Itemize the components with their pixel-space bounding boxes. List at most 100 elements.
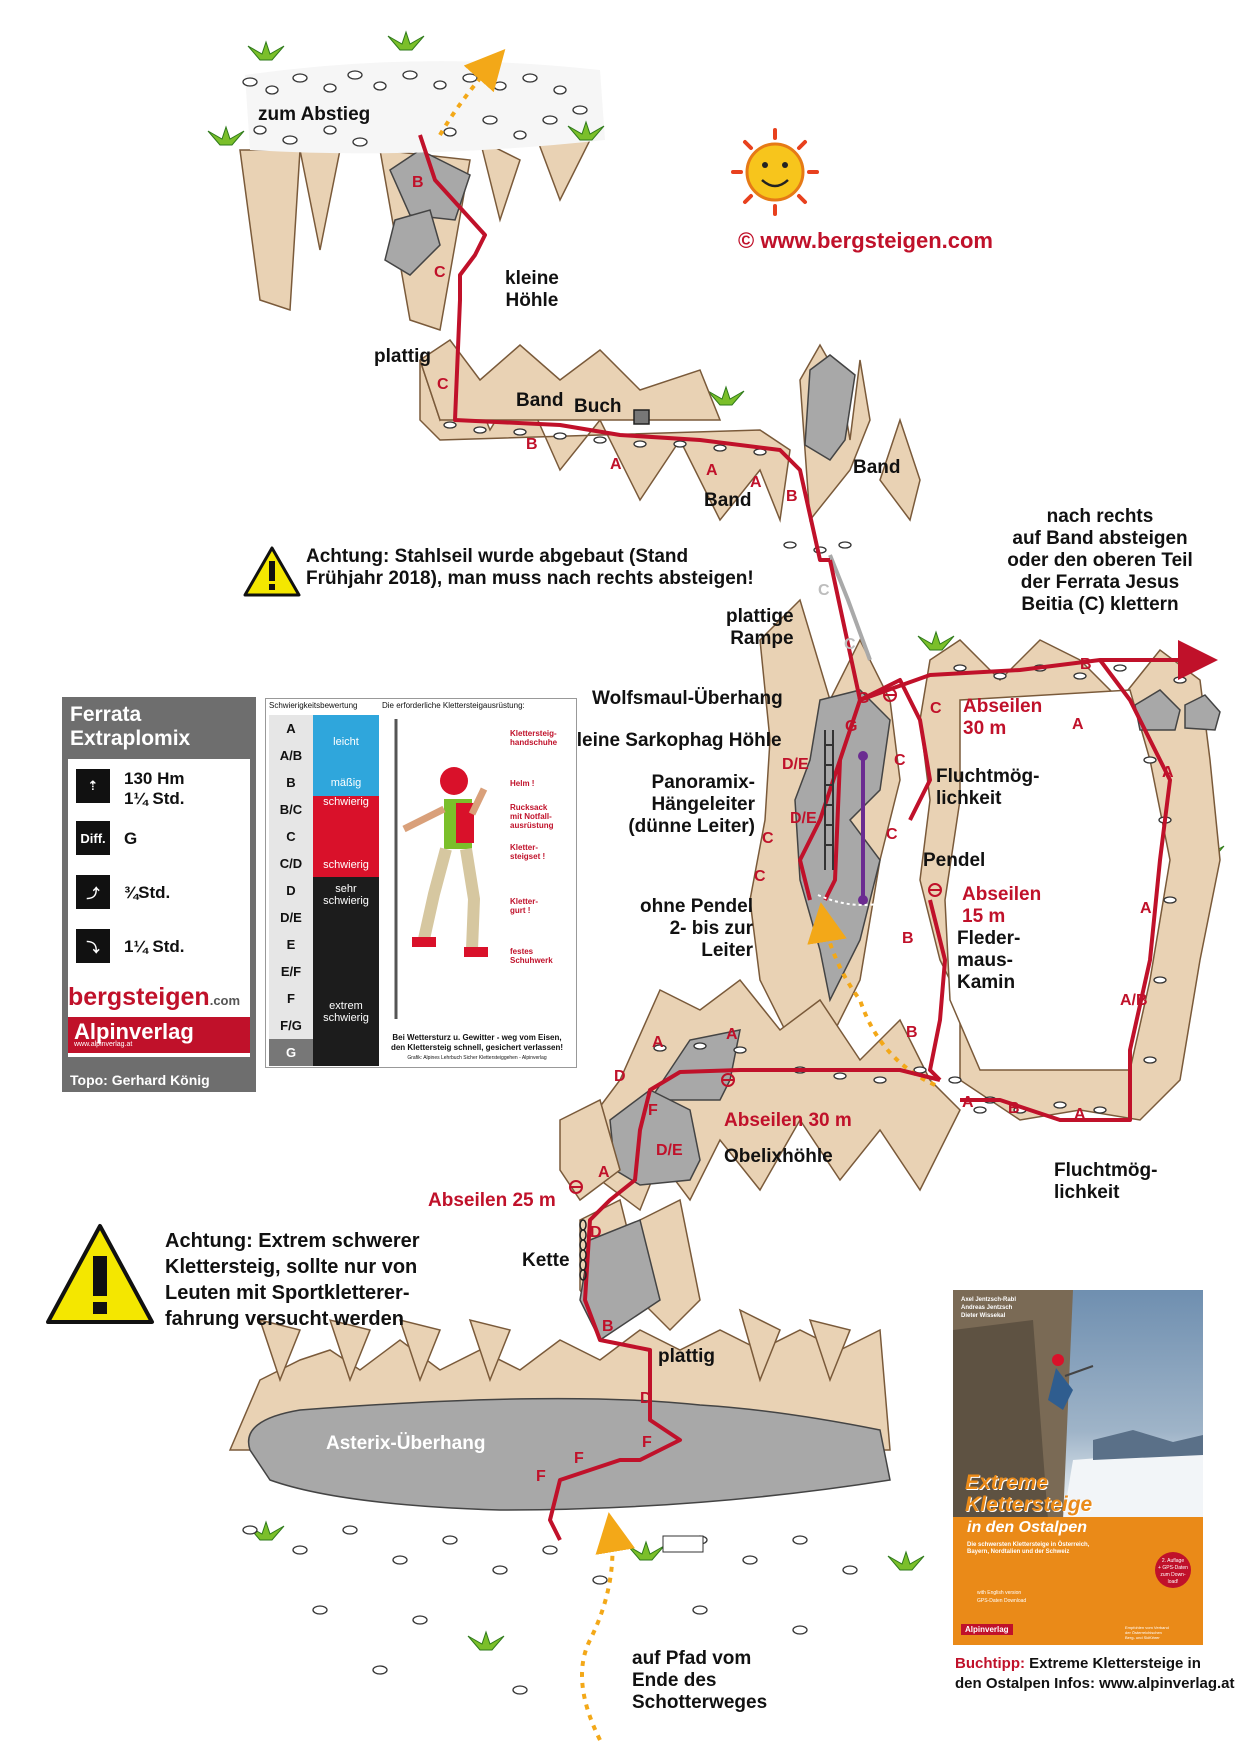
grade: D/E <box>790 810 817 827</box>
equipment-helm: Helm ! <box>510 779 535 788</box>
scale-grade: E <box>286 937 296 952</box>
grade: B <box>412 174 424 191</box>
book-edition-badge: 2. Auflage + GPS-Daten zum Down- load! <box>1155 1552 1191 1588</box>
grade: B <box>902 930 914 947</box>
book-title-2: in den Ostalpen <box>967 1519 1088 1536</box>
grade: B <box>786 488 798 505</box>
grade: A <box>1074 1106 1086 1123</box>
grade: A <box>652 1034 664 1051</box>
hiker-approach-icon: ⤴ <box>76 875 110 909</box>
label-asterix: Asterix-Überhang <box>326 1433 486 1454</box>
scale-header-left: Schwierigkeitsbewertung <box>269 701 358 710</box>
grade: D <box>590 1224 602 1241</box>
scale-header-right: Die erforderliche Klettersteigausrüstung… <box>382 701 525 710</box>
bergsteigen-logo: bergsteigen.com <box>68 983 240 1012</box>
hiker-descent-icon: ⤵ <box>76 929 110 963</box>
label-band-3: Band <box>853 457 901 478</box>
grade: A <box>726 1026 738 1043</box>
grade: A <box>750 474 762 491</box>
scale-grade: B <box>286 775 296 790</box>
descent-path <box>438 49 506 136</box>
label-plattig-bottom: plattig <box>658 1346 715 1367</box>
chain-icon <box>579 1219 587 1281</box>
grade: D/E <box>782 756 809 773</box>
copyright-label: © www.bergsteigen.com <box>738 228 993 253</box>
old-route <box>828 554 872 661</box>
grade-column: A A/B B B/C C C/D D D/E E E/F F F/G G <box>269 715 313 1066</box>
ladder-icon <box>824 730 834 870</box>
obelix-cliff <box>559 978 961 1342</box>
route-info-box: Ferrata Extraplomix ⇡ 130 Hm 1¼ Std. Dif… <box>62 697 256 1092</box>
scale-source: Grafik: Alpines Lehrbuch Sicher Kletters… <box>407 1055 547 1061</box>
approach-path <box>580 1512 635 1741</box>
grade: G <box>845 718 858 735</box>
scale-grade: F <box>287 991 295 1006</box>
grade: C <box>762 830 774 847</box>
grade: C <box>844 636 856 653</box>
height-row: ⇡ 130 Hm 1¼ Std. <box>76 769 246 808</box>
warning-extrem: Achtung: Extrem schwerer Klettersteig, s… <box>165 1230 420 1330</box>
equipment-klettersteigset: Kletter- steigset ! <box>510 843 546 861</box>
warning-stahlseil: Achtung: Stahlseil wurde abgebaut (Stand… <box>306 546 754 589</box>
scale-grade: G <box>269 1039 313 1066</box>
label-fluchtmoeglichkeit-2: Fluchtmög- lichkeit <box>1054 1160 1158 1203</box>
scale-grade: A <box>286 721 296 736</box>
grade: A <box>1072 716 1084 733</box>
scale-grade: F/G <box>280 1018 302 1033</box>
grade: F <box>536 1468 546 1485</box>
info-sign-icon <box>662 1535 704 1553</box>
grade: A <box>610 456 622 473</box>
grade: C <box>894 752 906 769</box>
book-cover: Axel Jentzsch-Rabl Andreas Jentzsch Diet… <box>953 1290 1203 1645</box>
height-value: 130 Hm 1¼ Std. <box>124 769 185 808</box>
grade: F <box>642 1434 652 1451</box>
route-title: Ferrata Extraplomix <box>70 703 191 750</box>
book-tip-text: Extreme Klettersteige in den Ostalpen In… <box>955 1655 1235 1692</box>
label-sarkophag: Kleine Sarkophag Höhle <box>563 730 782 751</box>
grade: B <box>1080 656 1092 673</box>
label-band-2: Band <box>704 490 752 511</box>
band-cliff <box>419 338 921 523</box>
grade: C <box>886 826 898 843</box>
difficulty-scale: Schwierigkeitsbewertung Die erforderlich… <box>265 698 577 1068</box>
scale-grade: B/C <box>279 802 303 817</box>
alpinverlag-logo-text: Alpinverlag <box>74 1019 194 1044</box>
book-tip: Buchtipp: Extreme Klettersteige in den O… <box>955 1654 1235 1694</box>
band-schwierig-1: schwierig <box>313 796 379 810</box>
book-photo <box>953 1290 1203 1520</box>
grade: F <box>648 1102 658 1119</box>
info-panel: ⇡ 130 Hm 1¼ Std. Diff. G ⤴ ¾Std. ⤵ 1¼ St… <box>68 759 250 1057</box>
label-wolfsmaul: Wolfsmaul-Überhang <box>592 688 783 709</box>
topo-credit: Topo: Gerhard König <box>70 1072 210 1088</box>
label-nach-rechts: nach rechts auf Band absteigen oder den … <box>1007 506 1193 615</box>
pendulum-path <box>807 902 936 1087</box>
warning-icon-small <box>243 546 301 597</box>
grade: A/B <box>1120 992 1148 1009</box>
grade: B <box>1008 1100 1020 1117</box>
alpinverlag-logo-url: www.alpinverlag.at <box>74 1041 133 1048</box>
label-ohne-pendel: ohne Pendel 2- bis zur Leiter <box>640 896 753 961</box>
middle-cliff <box>749 598 1221 1121</box>
bergsteigen-logo-suffix: .com <box>209 993 241 1008</box>
label-kette: Kette <box>522 1250 570 1271</box>
grade: F <box>574 1450 584 1467</box>
scale-grade: C <box>286 829 296 844</box>
label-fluchtmoeglichkeit-1: Fluchtmög- lichkeit <box>936 766 1040 809</box>
grade: A <box>598 1164 610 1181</box>
weather-warning: Bei Wettersturz u. Gewitter - weg vom Ei… <box>390 1033 564 1052</box>
label-plattig-top: plattig <box>374 346 431 367</box>
asterix-cliff <box>228 1308 891 1511</box>
climber-figure-icon <box>394 719 488 1019</box>
grade: B <box>526 436 538 453</box>
equipment-schuhwerk: festes Schuhwerk <box>510 947 553 965</box>
alpinverlag-logo: Alpinverlag www.alpinverlag.at <box>68 1017 250 1053</box>
bergsteigen-logo-text: bergsteigen <box>68 983 210 1011</box>
approach-value: ¾Std. <box>124 883 171 902</box>
buch-box-icon <box>633 409 650 425</box>
book-subtitle: Die schwersten Klettersteige in Österrei… <box>967 1542 1090 1555</box>
band-extrem-schwierig: extrem schwierig <box>313 958 379 1066</box>
grade: C <box>818 582 830 599</box>
grade: A <box>962 1094 974 1111</box>
difficulty-badge: Diff. <box>76 821 110 855</box>
grade: C <box>930 700 942 717</box>
